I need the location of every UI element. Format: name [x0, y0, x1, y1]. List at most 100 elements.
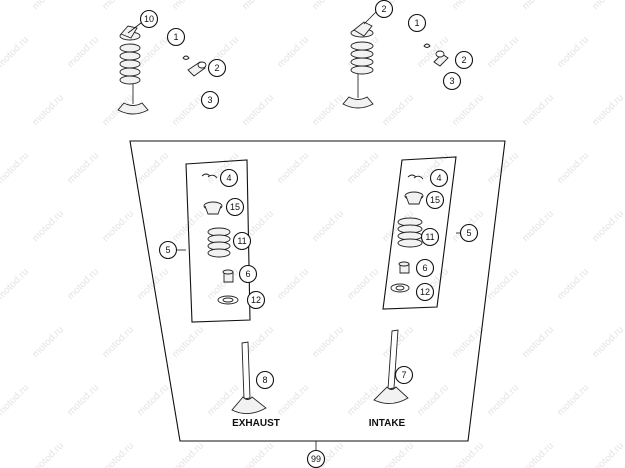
- watermark-text: motod.ru: [30, 440, 66, 468]
- watermark-text: motod.ru: [30, 208, 66, 244]
- callout-set-99: 99: [306, 449, 326, 468]
- svg-text:11: 11: [237, 236, 246, 246]
- svg-text:99: 99: [311, 454, 321, 464]
- callout-exhaust-8: 8: [255, 370, 275, 390]
- svg-text:7: 7: [401, 370, 406, 380]
- callout-exhaust-4: 4: [219, 168, 239, 188]
- watermark-text: motod.ru: [170, 440, 206, 468]
- exhaust-valve-icon: [231, 341, 267, 414]
- intake-label: INTAKE: [369, 418, 406, 429]
- watermark-text: motod.ru: [65, 382, 101, 418]
- callout-intake-4: 4: [429, 168, 449, 188]
- watermark-text: motod.ru: [65, 266, 101, 302]
- callout-intake-7: 7: [394, 365, 414, 385]
- watermark-text: motod.ru: [520, 324, 556, 360]
- top-left-collet-icon: [182, 55, 190, 60]
- watermark-text: motod.ru: [0, 34, 31, 70]
- svg-text:4: 4: [226, 173, 231, 183]
- exhaust-washer-icon: [217, 295, 239, 305]
- svg-text:6: 6: [245, 269, 250, 279]
- watermark-text: motod.ru: [485, 266, 521, 302]
- watermark-text: motod.ru: [30, 0, 66, 12]
- svg-text:5: 5: [165, 245, 170, 255]
- top-right-seal-icon: [433, 50, 449, 67]
- watermark-text: motod.ru: [310, 208, 346, 244]
- svg-text:6: 6: [422, 263, 427, 273]
- callout-exhaust-5: 5: [158, 240, 178, 260]
- intake-spring-icon: [397, 217, 423, 248]
- top-left-seal-icon: [187, 61, 207, 77]
- callout-intake-12: 12: [415, 282, 435, 302]
- svg-text:10: 10: [144, 14, 154, 24]
- watermark-text: motod.ru: [310, 324, 346, 360]
- watermark-text: motod.ru: [415, 34, 451, 70]
- svg-text:8: 8: [262, 375, 267, 385]
- watermark-text: motod.ru: [205, 382, 241, 418]
- watermark-text: motod.ru: [310, 0, 346, 12]
- watermark-text: motod.ru: [555, 266, 591, 302]
- watermark-text: motod.ru: [450, 440, 486, 468]
- watermark-text: motod.ru: [345, 266, 381, 302]
- svg-text:1: 1: [173, 32, 178, 42]
- callout-exhaust-6: 6: [238, 264, 258, 284]
- watermark-text: motod.ru: [275, 266, 311, 302]
- svg-text:3: 3: [207, 95, 212, 105]
- callout-top-left-10: 10: [139, 9, 159, 29]
- svg-text:15: 15: [230, 202, 240, 212]
- callout-top-right-1: 1: [407, 13, 427, 33]
- callout-exhaust-11: 11: [232, 231, 252, 251]
- watermark-text: motod.ru: [240, 440, 276, 468]
- svg-text:15: 15: [430, 195, 440, 205]
- watermark-text: motod.ru: [135, 382, 171, 418]
- svg-text:2: 2: [214, 63, 219, 73]
- watermark-text: motod.ru: [100, 208, 136, 244]
- intake-stem-seal-icon: [398, 261, 410, 274]
- watermark-text: motod.ru: [275, 382, 311, 418]
- callout-top-left-2: 2: [207, 58, 227, 78]
- svg-text:2: 2: [461, 55, 466, 65]
- watermark-text: motod.ru: [380, 440, 416, 468]
- watermark-text: motod.ru: [100, 324, 136, 360]
- watermark-text: motod.ru: [520, 208, 556, 244]
- watermark-text: motod.ru: [555, 382, 591, 418]
- intake-washer-icon: [390, 283, 410, 293]
- watermark-text: motod.ru: [415, 382, 451, 418]
- watermark-text: motod.ru: [135, 150, 171, 186]
- watermark-text: motod.ru: [450, 92, 486, 128]
- svg-text:12: 12: [251, 295, 261, 305]
- watermark-text: motod.ru: [590, 324, 625, 360]
- watermark-text: motod.ru: [345, 150, 381, 186]
- watermark-text: motod.ru: [0, 150, 31, 186]
- callout-top-left-1: 1: [166, 27, 186, 47]
- watermark-text: motod.ru: [65, 34, 101, 70]
- callout-top-left-3: 3: [200, 90, 220, 110]
- callout-exhaust-15: 15: [225, 197, 245, 217]
- watermark-text: motod.ru: [170, 0, 206, 12]
- exhaust-label: EXHAUST: [232, 418, 280, 429]
- watermark-text: motod.ru: [30, 92, 66, 128]
- watermark-text: motod.ru: [240, 92, 276, 128]
- watermark-text: motod.ru: [485, 382, 521, 418]
- watermark-text: motod.ru: [485, 34, 521, 70]
- watermark-text: motod.ru: [520, 92, 556, 128]
- top-right-valve-icon: [342, 74, 374, 109]
- top-left-valve-icon: [117, 84, 149, 115]
- svg-text:12: 12: [420, 287, 430, 297]
- exhaust-kit-frame: [185, 159, 251, 323]
- svg-text:11: 11: [425, 232, 434, 242]
- watermark-text: motod.ru: [100, 0, 136, 12]
- exhaust-stem-seal-icon: [222, 269, 234, 283]
- watermark-text: motod.ru: [275, 34, 311, 70]
- watermark-text: motod.ru: [0, 266, 31, 302]
- watermark-text: motod.ru: [310, 92, 346, 128]
- top-left-spring-icon: [119, 31, 141, 85]
- top-right-cap-icon: [353, 21, 373, 37]
- exhaust-collet-icon: [201, 173, 218, 179]
- intake-retainer-icon: [404, 191, 424, 205]
- callout-intake-6: 6: [415, 258, 435, 278]
- watermark-text: motod.ru: [590, 208, 625, 244]
- watermark-text: motod.ru: [555, 150, 591, 186]
- callout-top-right-2a: 2: [374, 0, 394, 19]
- top-right-spring-icon: [350, 28, 374, 75]
